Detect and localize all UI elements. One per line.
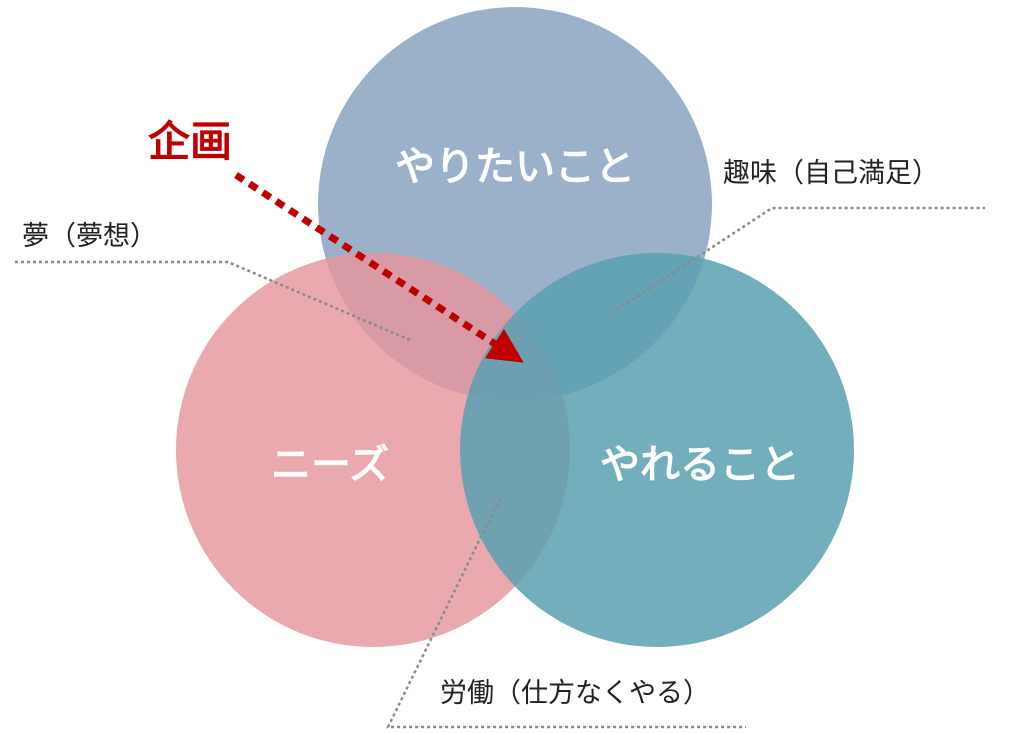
circle-wants-label: やりたいこと [395,144,635,190]
note-labor: 労働（仕方なくやる） [440,678,710,709]
circle-needs-label: ニーズ [271,442,389,488]
leader-line-dream [12,260,411,342]
title-kikaku: 企画 [148,117,232,166]
circle-can-label: やれること [600,442,800,488]
venn-circles [176,7,854,647]
note-hobby: 趣味（自己満足） [723,158,939,189]
leader-line-labor [385,497,746,729]
note-dream: 夢（夢想） [22,221,157,252]
circle-can [460,253,854,647]
pointer-arrow [234,172,524,363]
circle-needs [176,253,570,647]
